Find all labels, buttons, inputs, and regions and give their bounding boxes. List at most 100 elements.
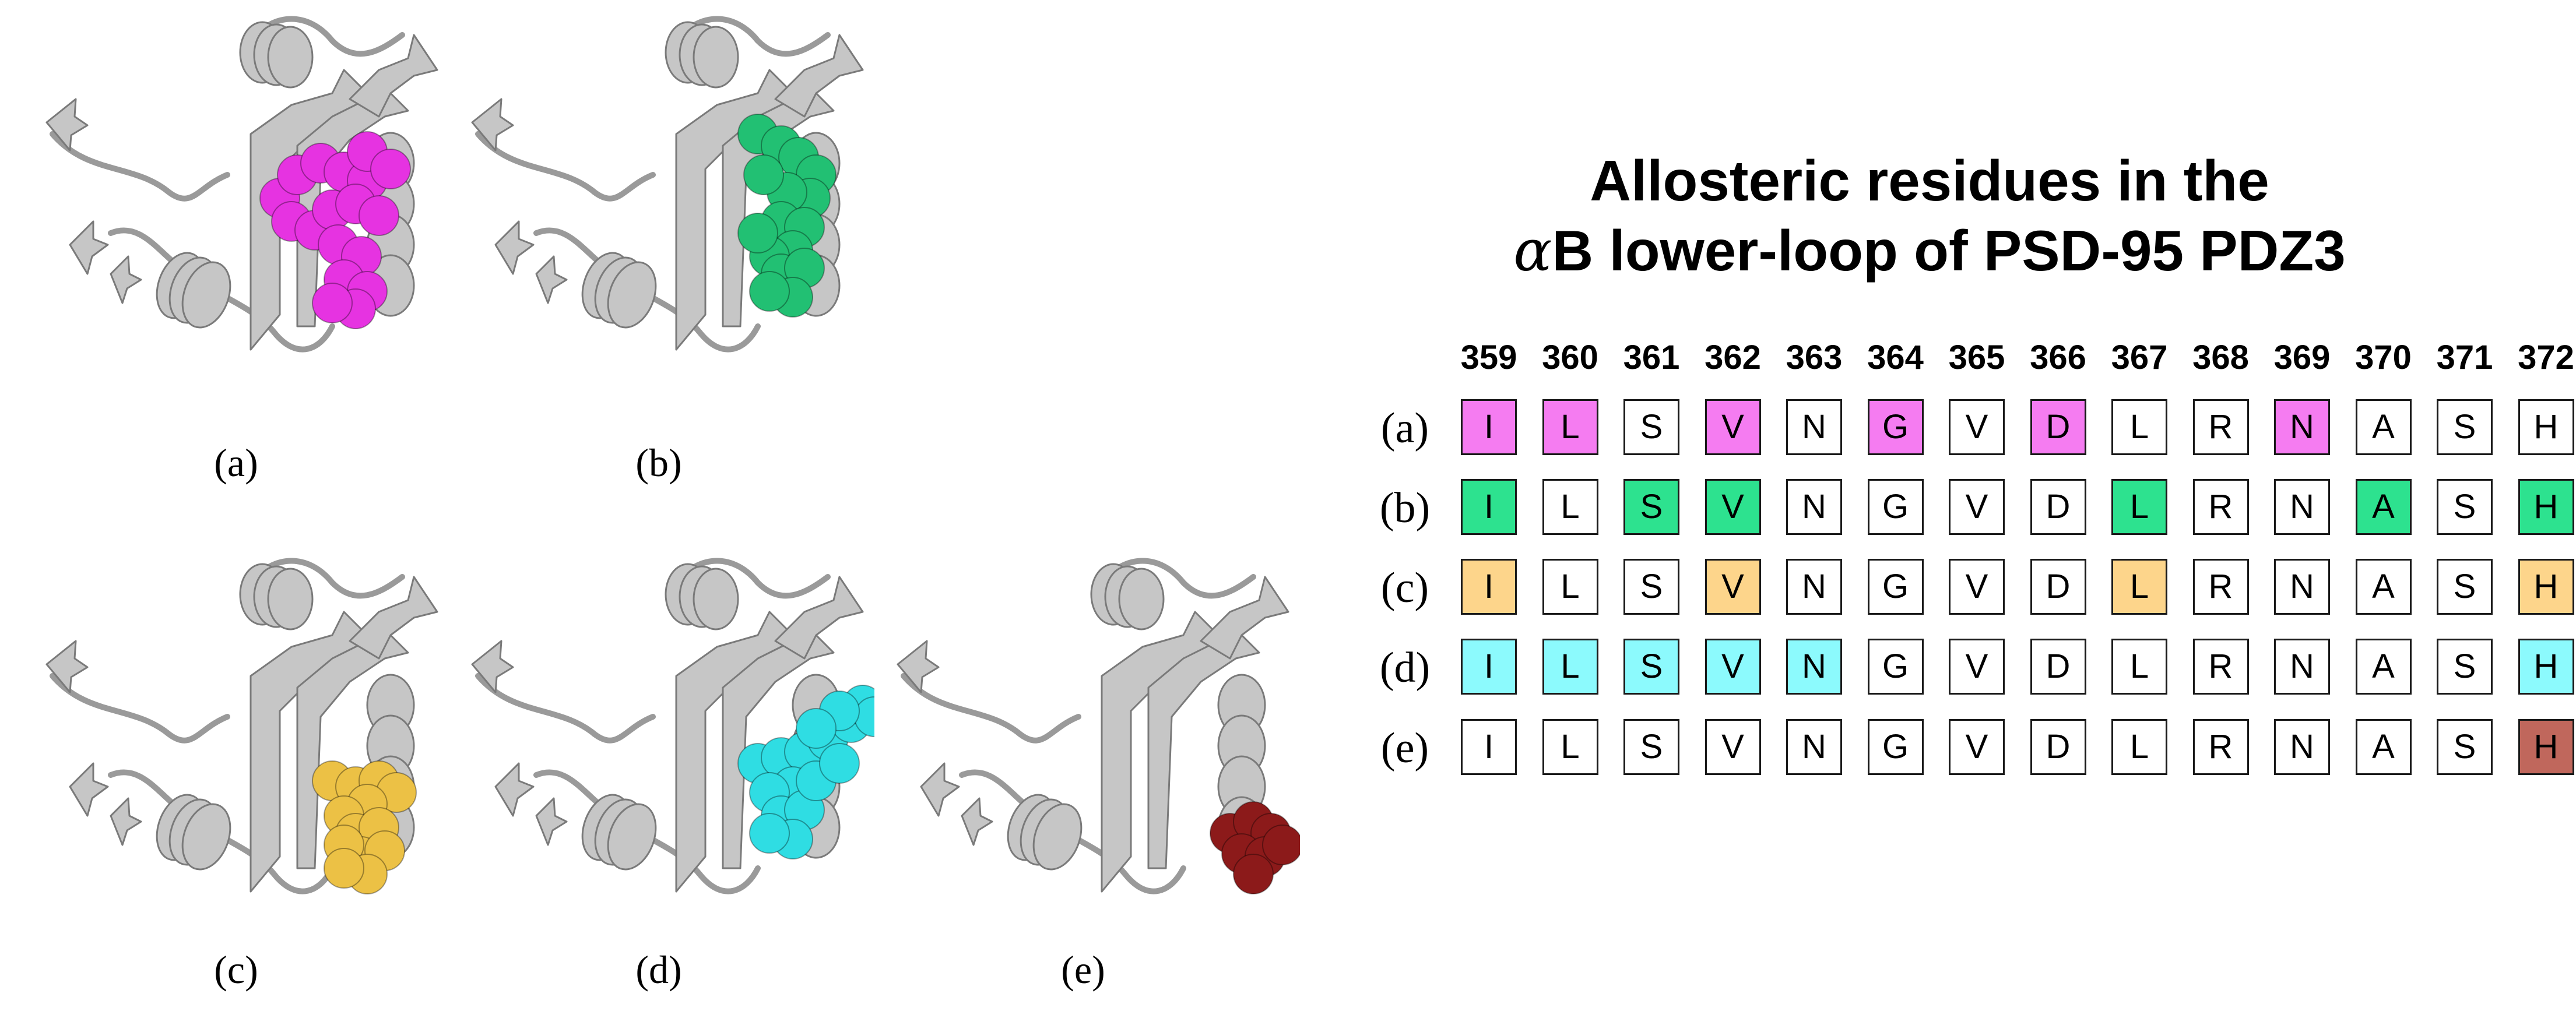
beta-sheet-2: [1147, 617, 1260, 869]
loop-left: [475, 673, 656, 744]
residue-sphere: [312, 283, 353, 323]
residue-cell-360: L: [1542, 479, 1598, 535]
residue-sphere: [324, 848, 364, 889]
residue-number-372: 372: [2518, 339, 2574, 376]
residue-cell-362: V: [1705, 399, 1761, 455]
residue-cell-365: V: [1949, 639, 2005, 695]
title-line-2-text: B lower-loop of PSD-95 PDZ3: [1552, 219, 2346, 283]
residue-cell-366: D: [2030, 639, 2086, 695]
residue-cell-366: D: [2030, 719, 2086, 775]
loop-top: [1099, 558, 1256, 599]
residue-cell-369: N: [2274, 559, 2330, 615]
residue-cell-362: V: [1705, 559, 1761, 615]
residue-cell-359: I: [1461, 479, 1517, 535]
residue-cell-369: N: [2274, 719, 2330, 775]
residue-cell-371: S: [2437, 479, 2493, 535]
residue-cell-364: G: [1867, 559, 1924, 615]
residue-cell-369: N: [2274, 399, 2330, 455]
row-label: (d): [1379, 644, 1431, 692]
residue-cell-365: V: [1949, 559, 2005, 615]
residue-cell-363: N: [1786, 719, 1842, 775]
residue-number-368: 368: [2192, 339, 2249, 376]
residue-number-366: 366: [2030, 339, 2086, 376]
residue-cell-371: S: [2437, 719, 2493, 775]
residue-cell-366: D: [2030, 559, 2086, 615]
beta-arrow-left-1: [45, 640, 89, 693]
residue-cell-370: A: [2355, 719, 2412, 775]
loop-top: [248, 16, 405, 57]
beta-arrow-left-2: [920, 762, 960, 817]
residue-cell-359: I: [1461, 399, 1517, 455]
residue-cell-360: L: [1542, 399, 1598, 455]
residue-number-367: 367: [2111, 339, 2168, 376]
residue-number-371: 371: [2436, 339, 2493, 376]
residue-number-363: 363: [1786, 339, 1843, 376]
helix-top-turn: [693, 26, 739, 89]
residue-sphere: [743, 154, 784, 195]
helix-lower-left-turn: [181, 803, 231, 871]
residue-cell-361: S: [1623, 639, 1679, 695]
residue-cell-371: S: [2437, 639, 2493, 695]
highlighted-residues-b: [737, 114, 837, 318]
residue-cell-372: H: [2518, 719, 2574, 775]
residue-cell-368: R: [2192, 639, 2249, 695]
residue-cell-368: R: [2192, 559, 2249, 615]
residue-cell-368: R: [2192, 479, 2249, 535]
residue-cell-365: V: [1949, 479, 2005, 535]
residue-cell-363: N: [1786, 639, 1842, 695]
residue-cell-371: S: [2437, 399, 2493, 455]
residue-cell-372: H: [2518, 559, 2574, 615]
structure-panel-b: [431, 0, 874, 396]
residue-cell-369: N: [2274, 639, 2330, 695]
residue-cell-360: L: [1542, 719, 1598, 775]
residue-cell-367: L: [2111, 479, 2167, 535]
row-label: (b): [1379, 484, 1431, 532]
residue-cell-362: V: [1705, 639, 1761, 695]
residue-cell-372: H: [2518, 639, 2574, 695]
residue-sphere: [370, 149, 411, 189]
residue-sphere: [1262, 825, 1300, 865]
title-line-2: αB lower-loop of PSD-95 PDZ3: [1417, 216, 2443, 286]
highlighted-residues-a: [259, 131, 411, 329]
helix-top-turn: [267, 568, 314, 630]
structure-panel-d: [431, 542, 874, 938]
residue-cell-367: L: [2111, 639, 2167, 695]
residue-cell-369: N: [2274, 479, 2330, 535]
beta-arrow-left-3: [961, 797, 993, 846]
residue-cell-363: N: [1786, 479, 1842, 535]
residue-cell-371: S: [2437, 559, 2493, 615]
loop-left: [475, 131, 656, 202]
residue-sphere: [749, 813, 790, 854]
residue-cell-368: R: [2192, 399, 2249, 455]
beta-arrow-left-3: [535, 797, 568, 846]
beta-arrow-left-2: [69, 220, 109, 275]
residue-cell-370: A: [2355, 559, 2412, 615]
beta-sheet-3: [1200, 576, 1289, 660]
residue-cell-360: L: [1542, 559, 1598, 615]
protein-structure-a: [45, 16, 438, 353]
residue-cell-362: V: [1705, 719, 1761, 775]
beta-sheet-2: [722, 617, 835, 869]
helix-top-turn: [1118, 568, 1165, 630]
residue-cell-364: G: [1867, 639, 1924, 695]
residue-number-370: 370: [2355, 339, 2412, 376]
helix-lower-left-turn: [181, 261, 231, 329]
residue-cell-361: S: [1623, 399, 1679, 455]
residue-cell-366: D: [2030, 399, 2086, 455]
residue-cell-362: V: [1705, 479, 1761, 535]
residue-cell-370: A: [2355, 399, 2412, 455]
residue-cell-370: A: [2355, 479, 2412, 535]
beta-sheet-3: [349, 34, 438, 118]
title-line-1: Allosteric residues in the: [1590, 149, 2269, 213]
beta-sheet-2: [296, 75, 409, 327]
residue-cell-360: L: [1542, 639, 1598, 695]
beta-arrow-left-3: [110, 797, 142, 846]
beta-sheet-3: [774, 576, 864, 660]
residue-cell-367: L: [2111, 559, 2167, 615]
